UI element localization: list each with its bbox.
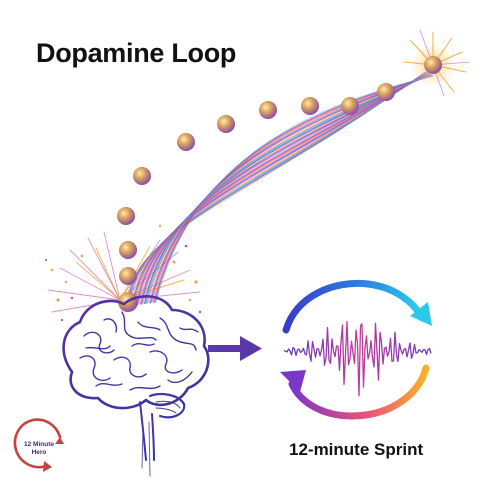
stream-line [144,73,431,305]
stream-line [138,73,429,305]
dopamine-orb [377,83,395,101]
stream-line [135,72,429,306]
brand-badge [13,418,64,472]
stream-line [152,75,433,303]
stream-line [141,73,430,305]
stream-line [153,75,434,303]
waveform-icon [283,320,432,397]
stream-line [129,72,427,306]
stream-line [151,75,433,303]
starburst-icon [403,29,471,97]
page-title: Dopamine Loop [36,38,237,68]
stream-line [136,72,429,306]
stream-line [148,74,432,304]
stream-line [145,73,432,305]
dopamine-orb [119,267,137,285]
sprint-caption: 12-minute Sprint [289,440,424,459]
stream-line [134,72,428,306]
dopamine-orb [119,241,137,259]
badge-line-1: 12 Minute [24,441,54,448]
circular-arrow-icon [13,418,64,472]
badge-line-2: Hero [31,449,47,456]
dopamine-streams [125,71,434,307]
dopamine-orb [177,133,195,151]
stream-line [155,75,434,303]
circular-cycle-arrows-icon [280,279,432,420]
badge-text: 12 Minute Hero [19,441,59,457]
dopamine-orb [133,167,151,185]
dopamine-orb [259,101,277,119]
stream-line [128,71,427,307]
stream-line [147,74,432,304]
stream-line [142,73,430,305]
dopamine-orb [341,97,359,115]
brain-icon [62,295,210,477]
stream-line [131,72,428,306]
dopamine-orb [217,115,235,133]
dopamine-orb [301,97,319,115]
right-arrow-icon [208,336,262,361]
dopamine-orb [117,207,135,225]
stream-line [149,74,433,304]
stream-line [139,73,430,305]
stream-line [132,72,428,306]
